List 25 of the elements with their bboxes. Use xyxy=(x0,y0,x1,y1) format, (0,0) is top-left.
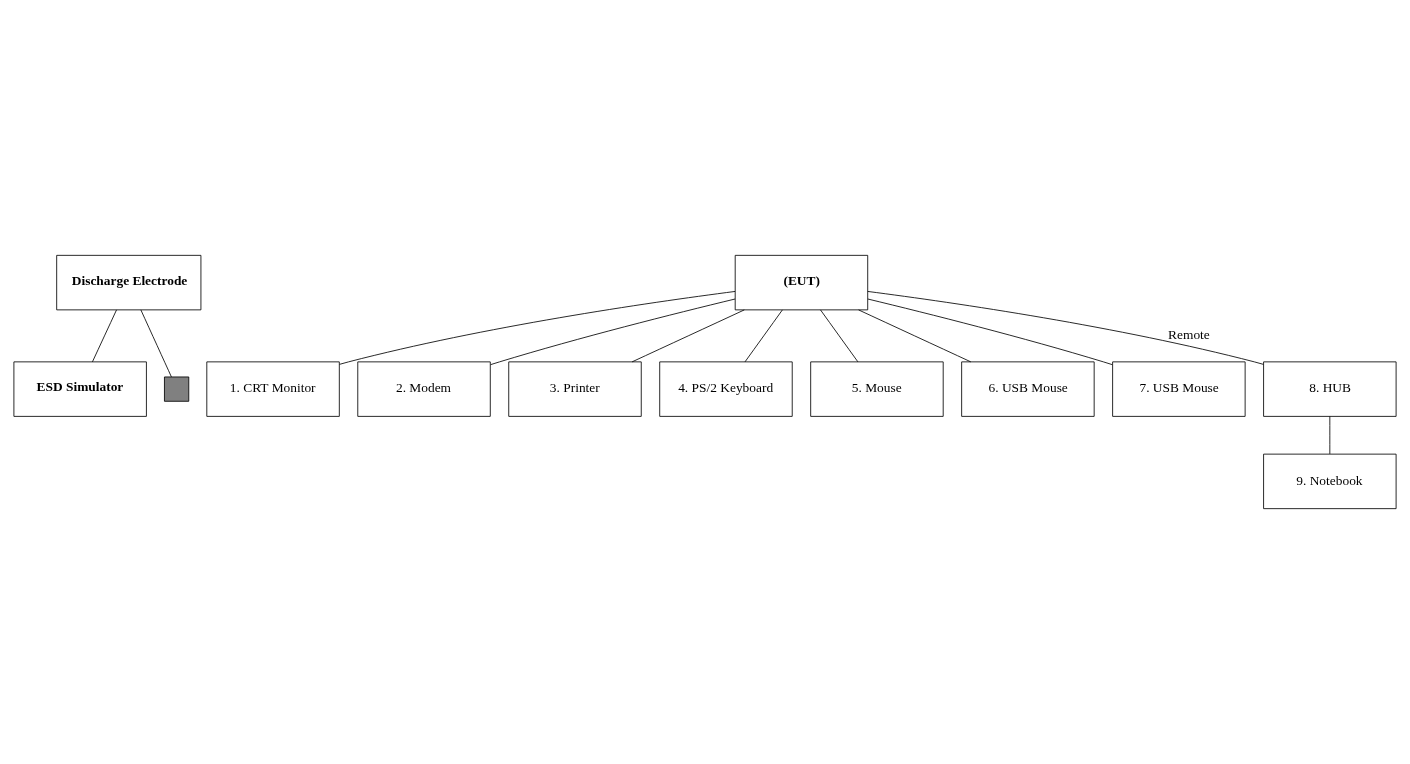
node-box: Discharge Electrode xyxy=(56,254,202,311)
node-box: 3. Printer xyxy=(508,361,642,417)
connector xyxy=(867,291,1264,365)
node-box xyxy=(164,376,190,402)
node-box: 1. CRT Monitor xyxy=(206,361,340,417)
connector xyxy=(140,309,172,378)
edge-label: Remote xyxy=(1168,327,1210,343)
node-box: ESD Simulator xyxy=(13,361,147,417)
node-box: 4. PS/2 Keyboard xyxy=(659,361,793,417)
node-box: 6. USB Mouse xyxy=(961,361,1095,417)
connector xyxy=(867,298,1113,366)
node-box: 9. Notebook xyxy=(1263,453,1397,510)
connector xyxy=(1329,416,1331,455)
node-box: 7. USB Mouse xyxy=(1112,361,1246,417)
connector xyxy=(744,309,783,363)
connector xyxy=(339,291,736,365)
node-box: 2. Modem xyxy=(357,361,491,417)
connector xyxy=(631,309,745,363)
connector xyxy=(490,298,736,366)
connector xyxy=(92,309,117,363)
node-box: 8. HUB xyxy=(1263,361,1397,417)
node-box: (EUT) xyxy=(734,254,869,311)
node-box: 5. Mouse xyxy=(810,361,944,417)
connector xyxy=(858,309,972,363)
connector xyxy=(820,309,859,363)
